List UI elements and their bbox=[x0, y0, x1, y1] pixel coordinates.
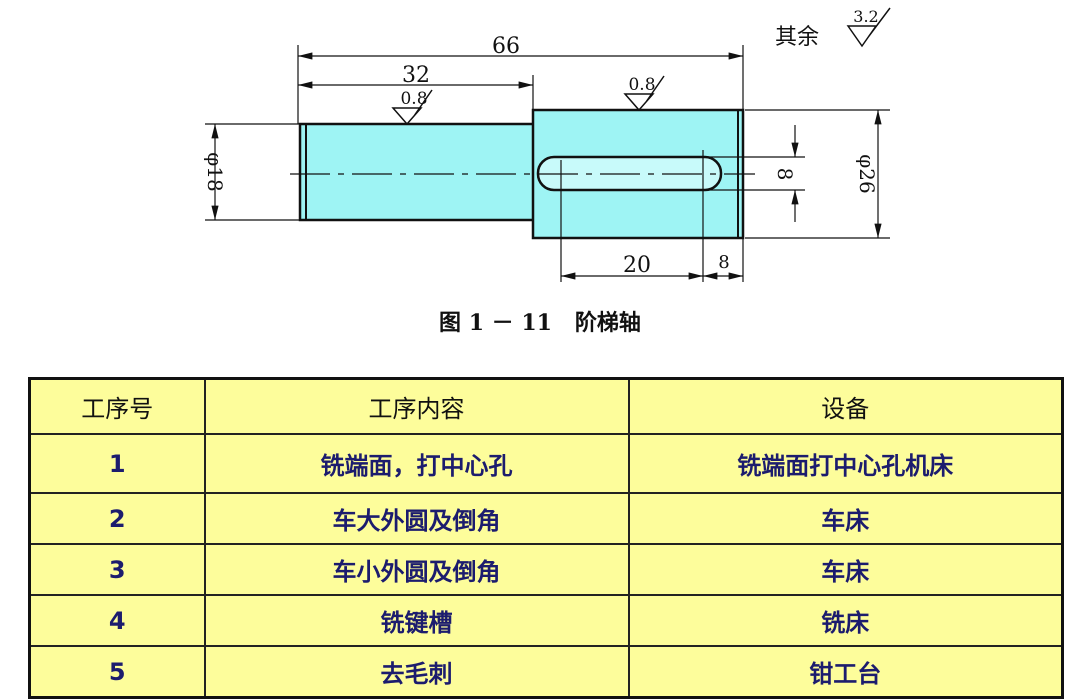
header-equipment: 设备 bbox=[627, 377, 1064, 435]
dim-small-length: 32 bbox=[402, 63, 430, 88]
dim-small-diameter: φ18 bbox=[203, 152, 227, 191]
table-row: 2 车大外圆及倒角 车床 bbox=[28, 492, 1064, 545]
dim-key-offset: 8 bbox=[718, 252, 729, 273]
step-content: 去毛刺 bbox=[203, 645, 630, 699]
figure-caption: 图 1 － 11 阶梯轴 bbox=[439, 310, 641, 336]
step-no: 2 bbox=[28, 492, 206, 545]
roughness-large-value: 0.8 bbox=[628, 75, 655, 95]
table-row: 3 车小外圆及倒角 车床 bbox=[28, 543, 1064, 596]
dim-total: 66 bbox=[492, 34, 520, 59]
step-equipment: 钳工台 bbox=[627, 645, 1064, 699]
dim-large-diameter: φ26 bbox=[855, 154, 879, 193]
step-content: 车大外圆及倒角 bbox=[203, 492, 630, 545]
small-cylinder bbox=[298, 122, 537, 222]
table-row: 4 铣键槽 铣床 bbox=[28, 594, 1064, 647]
table-header-row: 工序号 工序内容 设备 bbox=[28, 377, 1064, 435]
table-row: 5 去毛刺 钳工台 bbox=[28, 645, 1064, 699]
step-equipment: 车床 bbox=[627, 543, 1064, 596]
step-no: 4 bbox=[28, 594, 206, 647]
step-content: 车小外圆及倒角 bbox=[203, 543, 630, 596]
roughness-symbol-large bbox=[623, 75, 665, 112]
roughness-small-value: 0.8 bbox=[400, 89, 427, 109]
table-row: 1 铣端面，打中心孔 铣端面打中心孔机床 bbox=[28, 433, 1064, 494]
stepped-shaft-drawing: 66 32 0.8 0.8 3.2 其余 φ18 φ26 8 20 8 图 1 … bbox=[203, 7, 891, 336]
step-equipment: 铣床 bbox=[627, 594, 1064, 647]
roughness-rest-value: 3.2 bbox=[853, 7, 878, 26]
step-content: 铣键槽 bbox=[203, 594, 630, 647]
roughness-note: 其余 bbox=[775, 25, 819, 50]
step-equipment: 车床 bbox=[627, 492, 1064, 545]
roughness-symbol-small bbox=[391, 89, 433, 126]
roughness-symbol-rest bbox=[846, 7, 891, 48]
header-step-no: 工序号 bbox=[28, 377, 206, 435]
step-content: 铣端面，打中心孔 bbox=[203, 433, 630, 494]
step-no: 1 bbox=[28, 433, 206, 494]
process-table: 工序号 工序内容 设备 1 铣端面，打中心孔 铣端面打中心孔机床 2 车大外圆及… bbox=[28, 377, 1064, 699]
dim-key-length: 20 bbox=[623, 253, 651, 278]
header-content: 工序内容 bbox=[203, 377, 630, 435]
dim-key-width: 8 bbox=[773, 168, 797, 181]
step-equipment: 铣端面打中心孔机床 bbox=[627, 433, 1064, 494]
step-no: 5 bbox=[28, 645, 206, 699]
step-no: 3 bbox=[28, 543, 206, 596]
